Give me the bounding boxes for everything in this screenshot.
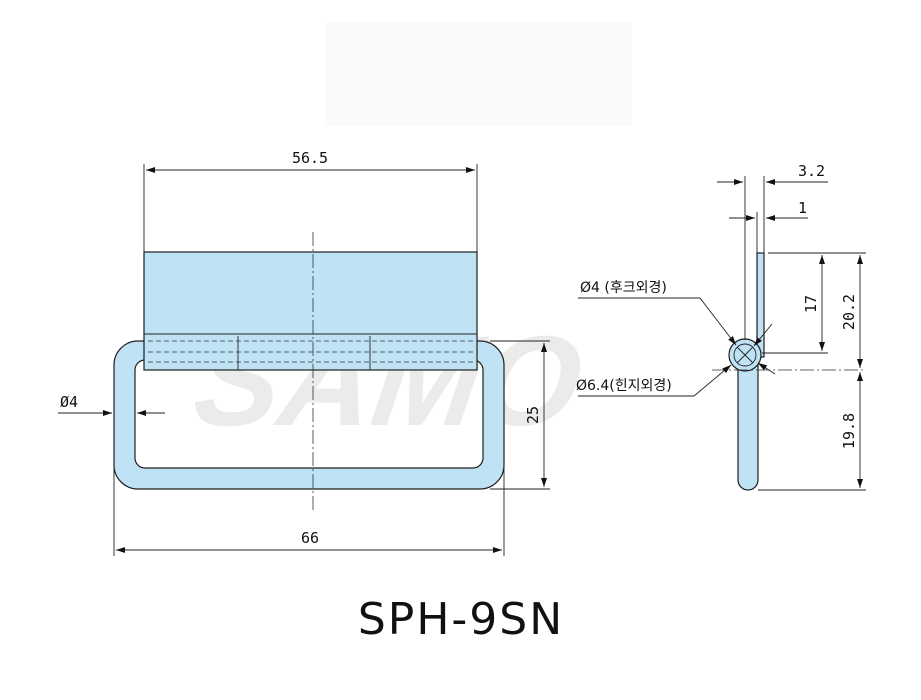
dim-leaf-height: 17	[802, 295, 820, 313]
dim-leaf-width: 56.5	[292, 149, 328, 167]
side-handle-rod	[737, 354, 759, 491]
header-placeholder	[325, 22, 632, 126]
note-hook-dia: Ø4 (후크외경)	[580, 280, 667, 296]
dim-rod-dia: Ø4	[60, 393, 78, 411]
side-view: 3.2 1 17 20.2 19.8 Ø4 (후크외경) Ø6.4(힌지외경)	[576, 162, 866, 491]
leader-hook-arrow	[699, 297, 737, 346]
leader-hinge-arrow	[693, 364, 732, 397]
dim-handle-drop: 19.8	[840, 413, 858, 449]
dim-overall-width: 66	[301, 529, 319, 547]
dim-leaf-thk: 1	[798, 199, 807, 217]
hinge-leaf	[143, 251, 478, 371]
dim-handle-height: 25	[524, 406, 542, 424]
dim-thickness: 3.2	[798, 162, 825, 180]
cross-line	[736, 346, 754, 364]
front-view: 56.5 66 25 Ø4	[58, 149, 550, 556]
note-hinge-dia: Ø6.4(힌지외경)	[576, 378, 672, 394]
side-hook-circle	[733, 343, 757, 367]
model-label: SPH-9SN	[358, 594, 564, 645]
dim-upper-total: 20.2	[840, 294, 858, 330]
leader-hook-arrow-2	[753, 323, 773, 347]
leader-hinge-arrow-2	[757, 362, 776, 375]
